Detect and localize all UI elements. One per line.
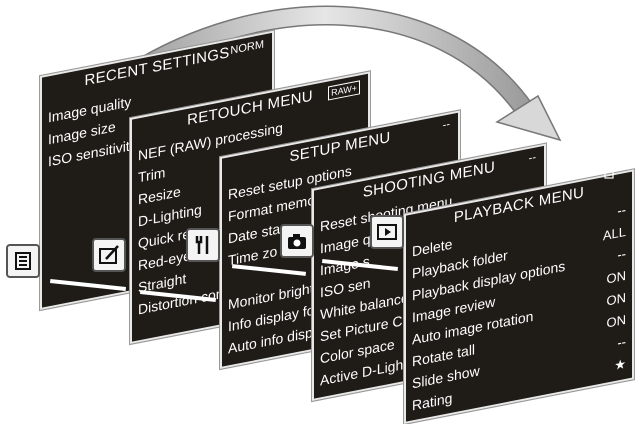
item-value: -- bbox=[617, 333, 626, 351]
playback-icon bbox=[377, 224, 397, 240]
item-label: Rating bbox=[412, 389, 453, 414]
setup-wrench-icon bbox=[195, 236, 209, 254]
item-value: -- bbox=[617, 201, 626, 219]
recent-settings-tab[interactable] bbox=[6, 244, 40, 278]
setup-menu-tab[interactable] bbox=[186, 228, 220, 262]
playback-menu-tab[interactable] bbox=[370, 215, 404, 249]
retouch-menu-tab[interactable] bbox=[92, 238, 126, 272]
shooting-menu-tab[interactable] bbox=[280, 224, 314, 258]
recent-settings-icon bbox=[15, 252, 31, 270]
item-value: -- bbox=[617, 245, 626, 263]
trash-icon bbox=[604, 165, 614, 179]
retouch-brush-icon bbox=[99, 245, 119, 264]
setup-menu-badge: -- bbox=[442, 118, 450, 132]
menu-cycle-diagram: RECENT SETTINGS NORM Image quality Image… bbox=[6, 5, 634, 424]
shooting-menu-badge: -- bbox=[528, 151, 536, 165]
item-value: ★ bbox=[614, 355, 626, 374]
shooting-camera-icon bbox=[288, 234, 306, 249]
